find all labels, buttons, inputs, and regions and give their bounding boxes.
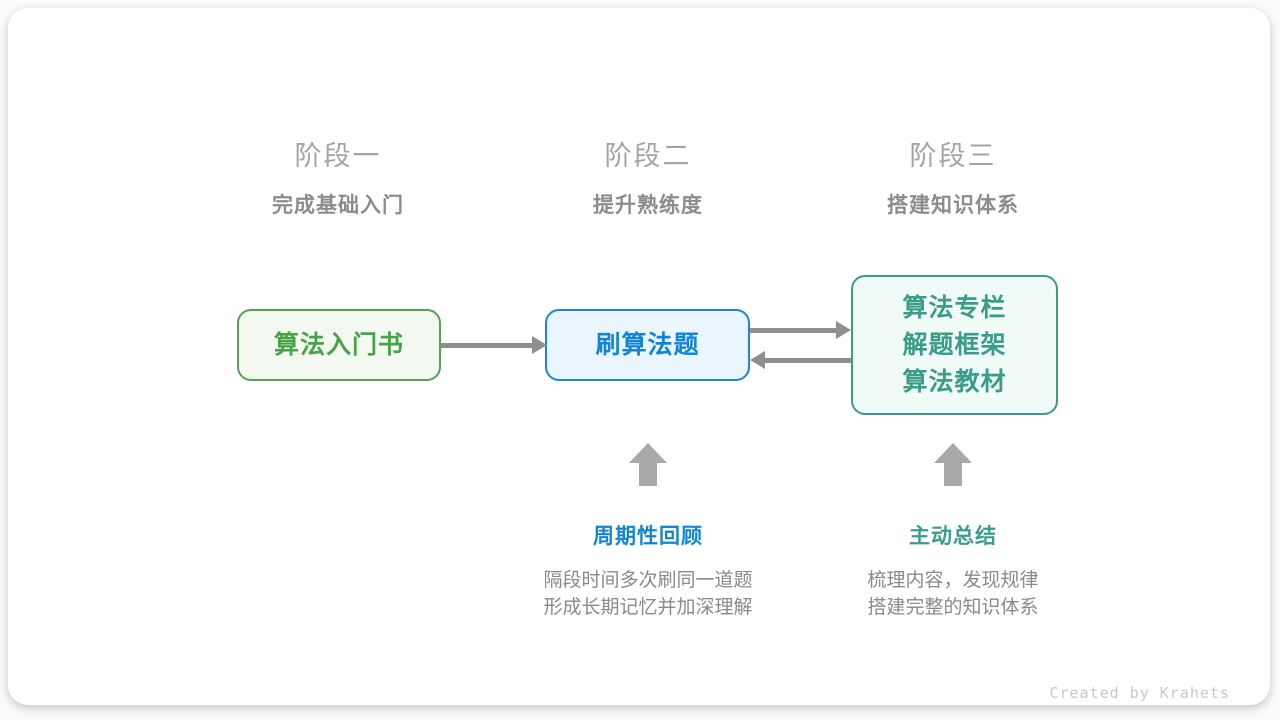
box-knowledge-line-3: 算法教材: [902, 367, 1007, 396]
box-practice-questions-label: 刷算法题: [595, 330, 700, 359]
stage-3-title: 阶段三: [909, 141, 997, 171]
summary-label: 主动总结: [909, 525, 997, 548]
stage-1-header: 阶段一 完成基础入门: [178, 134, 498, 219]
up-arrow-summary-icon: [934, 443, 972, 486]
box-knowledge-line-2: 解题框架: [902, 330, 1007, 359]
up-arrow-review-head: [629, 443, 667, 463]
arrow-knowledge-to-practice-line: [764, 357, 851, 363]
up-arrow-review-icon: [629, 443, 667, 486]
stage-2-title: 阶段二: [604, 141, 692, 171]
box-knowledge-line-1: 算法专栏: [902, 293, 1007, 322]
summary-description-line-2: 搭建完整的知识体系: [867, 597, 1039, 618]
credit-text: Created by Krahets: [1049, 684, 1230, 702]
diagram-card: 阶段一 完成基础入门 阶段二 提升熟练度 阶段三 搭建知识体系 算法入门书 刷算…: [8, 8, 1270, 705]
box-intro-book-label: 算法入门书: [273, 330, 404, 359]
arrow-knowledge-to-practice-head-icon: [750, 351, 765, 369]
box-intro-book: 算法入门书: [237, 309, 441, 381]
arrow-practice-to-knowledge-head-icon: [836, 321, 851, 339]
stage-1-title: 阶段一: [294, 141, 382, 171]
review-label: 周期性回顾: [593, 525, 703, 548]
box-practice-questions: 刷算法题: [545, 309, 750, 381]
review-description: 隔段时间多次刷同一道题 形成长期记忆并加深理解: [478, 567, 818, 621]
up-arrow-summary-head: [934, 443, 972, 463]
review-description-line-2: 形成长期记忆并加深理解: [543, 597, 753, 618]
summary-description-line-1: 梳理内容，发现规律: [867, 570, 1039, 591]
box-knowledge-system: 算法专栏 解题框架 算法教材: [851, 275, 1058, 415]
stage-2-subtitle: 提升熟练度: [593, 194, 703, 217]
stage-2-header: 阶段二 提升熟练度: [488, 134, 808, 219]
review-description-line-1: 隔段时间多次刷同一道题: [543, 570, 753, 591]
stage-3-header: 阶段三 搭建知识体系: [793, 134, 1113, 219]
up-arrow-summary-stem: [944, 463, 962, 486]
up-arrow-review-stem: [639, 463, 657, 486]
stage-1-subtitle: 完成基础入门: [272, 194, 404, 217]
arrow-intro-to-practice-line: [441, 342, 533, 348]
arrow-practice-to-knowledge-line: [750, 327, 837, 333]
arrow-intro-to-practice-head-icon: [532, 336, 547, 354]
stage-3-subtitle: 搭建知识体系: [887, 194, 1019, 217]
summary-description: 梳理内容，发现规律 搭建完整的知识体系: [783, 567, 1123, 621]
